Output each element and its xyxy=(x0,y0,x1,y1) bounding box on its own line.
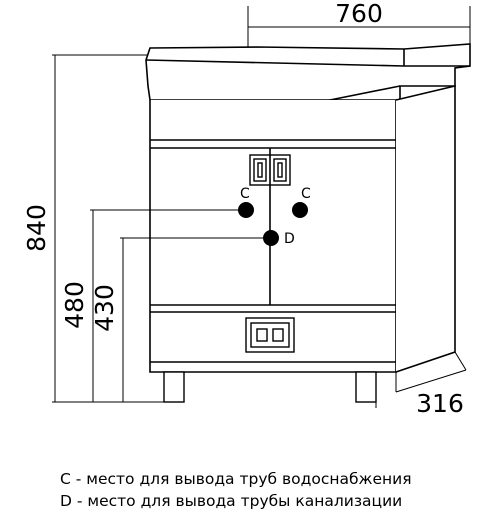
depth-dimension xyxy=(375,351,467,408)
legend-drain: D - место для вывода трубы канализации xyxy=(60,492,403,510)
pipe-markers xyxy=(238,202,308,246)
depth-dimension-label: 316 xyxy=(416,389,464,418)
water-height-label: 480 xyxy=(60,281,89,329)
legs xyxy=(163,371,377,403)
height-dimensions xyxy=(52,54,265,403)
door-ornament xyxy=(249,154,291,186)
water-outlet-right-marker xyxy=(292,202,308,218)
drain-outlet-marker xyxy=(263,230,279,246)
legend-water-supply: C - место для вывода труб водоснабжения xyxy=(60,470,412,488)
cabinet-dimension-drawing: 760 C xyxy=(22,0,471,418)
width-dimension xyxy=(247,6,471,48)
drain-outlet-label: D xyxy=(284,231,295,247)
total-height-label: 840 xyxy=(22,204,51,252)
drawer-ornament xyxy=(245,317,295,353)
water-outlet-right-label: C xyxy=(301,186,311,202)
drain-height-label: 430 xyxy=(90,284,119,332)
water-outlet-left-label: C xyxy=(240,186,250,202)
width-dimension-label: 760 xyxy=(335,0,383,28)
water-outlet-left-marker xyxy=(238,202,254,218)
cabinet-body xyxy=(149,84,456,373)
